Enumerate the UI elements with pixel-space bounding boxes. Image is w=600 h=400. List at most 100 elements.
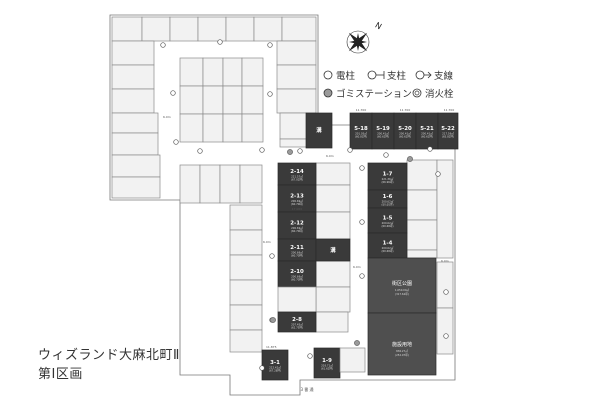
lot-number: 1-9 xyxy=(322,358,332,364)
lot-number: 2-8 xyxy=(292,317,302,323)
park-name: 街区公園 xyxy=(392,280,412,287)
dim-left-depth: 17.000 xyxy=(292,207,303,211)
lot-tsubo: (60.68坪) xyxy=(381,224,393,228)
svg-text:ゴミステーション: ゴミステーション xyxy=(336,88,412,100)
drain-top-label: 溝 xyxy=(316,126,322,134)
lot-number: 1-5 xyxy=(383,216,393,222)
lot-tsubo: (60.81坪) xyxy=(355,135,367,139)
legend: 電柱 支柱 支線 ゴミステーション 消火栓 xyxy=(323,70,454,100)
lot-area: 207.45㎡ xyxy=(291,323,303,327)
lot-area: 200.41㎡ xyxy=(421,132,433,136)
lot-area: 221.36㎡ xyxy=(382,177,394,181)
lot-number: 1-4 xyxy=(383,241,393,247)
dim-right-depth: 17.000 xyxy=(382,203,393,207)
road-name: 3 番 通 xyxy=(300,386,313,392)
lot-3-1[interactable] xyxy=(261,349,289,381)
legend-hydrant: 消火栓 xyxy=(412,88,454,100)
legend-garbage: ゴミステーション xyxy=(323,88,412,100)
lot-tsubo: (60.62坪) xyxy=(421,135,433,139)
lot-area: 200.41㎡ xyxy=(377,132,389,136)
dim-top-1: 11.700 xyxy=(356,108,367,112)
lot-2-12[interactable] xyxy=(277,211,317,240)
lot-area: 200.69㎡ xyxy=(291,226,303,230)
lot-1-4[interactable] xyxy=(367,232,408,259)
dim-top-2: 11.700 xyxy=(400,108,411,112)
legend-pole: 電柱 xyxy=(323,70,356,82)
road-width-b: 6.0m xyxy=(326,154,334,158)
lot-tsubo: (60.70坪) xyxy=(291,229,303,233)
lot-tsubo: (60.68坪) xyxy=(381,249,393,253)
lot-area: 200.62㎡ xyxy=(382,246,394,250)
drain-top xyxy=(305,112,333,149)
utility-poles xyxy=(160,39,449,371)
lot-tsubo: (60.70坪) xyxy=(291,202,303,206)
lot-number: 5-21 xyxy=(420,126,434,132)
white-lots-north xyxy=(111,16,317,199)
lot-number: 1-7 xyxy=(383,172,393,178)
white-lots-center xyxy=(315,162,351,333)
lot-tsubo: (67.02坪) xyxy=(291,178,303,182)
lot-1-7[interactable] xyxy=(367,162,408,191)
park-area-text: 1,050.00㎡ xyxy=(395,288,410,292)
lot-2-13[interactable] xyxy=(277,184,317,213)
park-area-text-2: (317.62坪) xyxy=(395,292,409,296)
facility-area xyxy=(367,312,437,376)
compass-north-label: N xyxy=(374,21,384,32)
lot-number: 5-20 xyxy=(398,126,412,132)
svg-text:電柱: 電柱 xyxy=(336,70,356,82)
lot-area: 201.05㎡ xyxy=(355,132,367,136)
dim-top-3: 11.700 xyxy=(444,108,455,112)
svg-text:支柱: 支柱 xyxy=(387,70,407,82)
lot-area: 203.71㎡ xyxy=(321,364,333,368)
support-pole-icon xyxy=(367,70,377,80)
lot-tsubo: (62.75坪) xyxy=(291,326,303,330)
lot-number: 3-1 xyxy=(270,360,280,366)
lot-tsubo: (61.62坪) xyxy=(321,367,333,371)
legend-support-pole: 支柱 xyxy=(367,70,407,82)
garbage-stations xyxy=(270,149,413,346)
lot-2-8[interactable] xyxy=(277,311,317,333)
dim-corner: 11.875 xyxy=(266,345,277,349)
lot-area: 200.69㎡ xyxy=(291,251,303,255)
lot-labels: 5-18201.05㎡(60.81坪)5-19200.41㎡(60.62坪)5-… xyxy=(269,126,455,373)
support-wire-icon xyxy=(415,70,425,80)
lot-tsubo: (60.70坪) xyxy=(291,278,303,282)
road-width-e: 6.0m xyxy=(441,259,449,263)
lot-number: 5-18 xyxy=(354,126,368,132)
hydrant-icon xyxy=(412,88,422,98)
compass-icon xyxy=(346,30,370,54)
lot-area: 221.57㎡ xyxy=(291,175,303,179)
drain-mid-label: 溝 xyxy=(330,246,336,254)
lot-number: 5-22 xyxy=(441,126,455,132)
lot-tsubo: (65.82坪) xyxy=(442,135,454,139)
svg-text:支線: 支線 xyxy=(434,70,454,82)
lot-tsubo: (67.28坪) xyxy=(269,369,281,373)
lot-number: 2-12 xyxy=(290,221,304,227)
lot-tsubo: (60.62坪) xyxy=(399,135,411,139)
garbage-station-icon xyxy=(323,88,333,98)
site-boundary xyxy=(109,14,456,396)
lot-area: 200.41㎡ xyxy=(399,132,411,136)
lot-area: 200.69㎡ xyxy=(291,199,303,203)
facility-area-text-2: (252.97坪) xyxy=(395,353,409,357)
lot-1-5[interactable] xyxy=(367,207,408,234)
dark-lots xyxy=(261,112,459,381)
road-width-d: 6.0m xyxy=(353,265,361,269)
road-width-a: 6.0m xyxy=(163,115,171,119)
legend-support-wire: 支線 xyxy=(415,70,454,82)
lot-area: 200.69㎡ xyxy=(291,275,303,279)
lot-area: 200.62㎡ xyxy=(382,221,394,225)
facility-area-text: 836.27㎡ xyxy=(396,349,408,353)
pole-icon xyxy=(323,70,333,80)
lot-tsubo: (60.68坪) xyxy=(381,203,393,207)
lot-5-22[interactable] xyxy=(437,112,459,150)
drain-mid xyxy=(315,238,351,262)
lot-area: 200.62㎡ xyxy=(382,200,394,204)
lot-number: 2-14 xyxy=(290,169,304,175)
lot-tsubo: (60.70坪) xyxy=(291,254,303,258)
lot-number: 2-13 xyxy=(290,194,304,200)
lot-1-9[interactable] xyxy=(313,347,341,379)
lot-area: 217.59㎡ xyxy=(442,132,454,136)
lot-number: 2-11 xyxy=(290,245,304,251)
